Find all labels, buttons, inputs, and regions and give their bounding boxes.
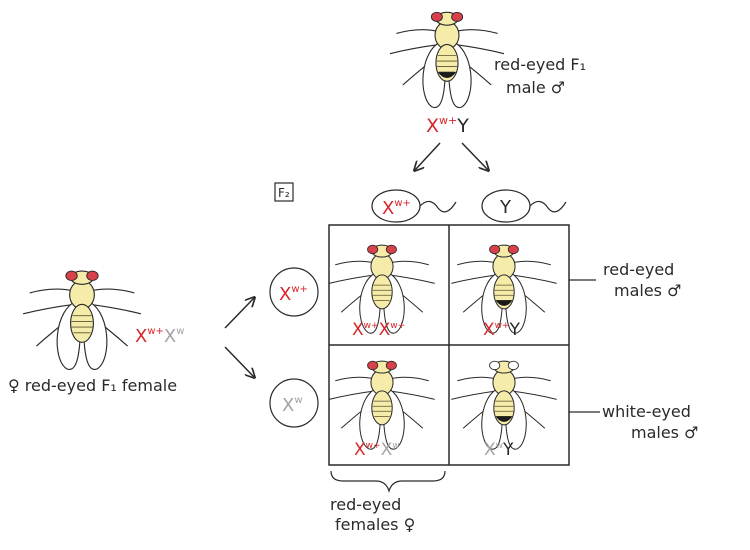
- row-label-1-line2: males ♂: [614, 281, 681, 300]
- male-label-line1: red-eyed F₁: [494, 55, 586, 74]
- svg-text:Xw: Xw: [282, 395, 303, 416]
- egg-gamete-xw: Xw: [269, 378, 319, 428]
- column-brace: [330, 470, 446, 494]
- arrow-female-to-xw-gamete: [224, 346, 254, 377]
- generation-box: [274, 182, 294, 202]
- female-label: ♀ red-eyed F₁ female: [8, 376, 177, 395]
- cell-genotype-xw+xw+: Xw+Xw+: [352, 320, 405, 340]
- column-label-line1: red-eyed: [330, 495, 401, 514]
- female-parent-genotype: Xw+Xw: [135, 326, 184, 347]
- cell-genotype-xwy: XwY: [484, 440, 514, 460]
- column-label-line2: females ♀: [335, 515, 415, 534]
- sperm-gamete-x: Xw+: [371, 189, 457, 223]
- male-label-line2: male ♂: [506, 78, 565, 97]
- offspring-fly-red-male: [451, 245, 556, 333]
- male-parent-genotype: Xw+Y: [426, 114, 469, 137]
- offspring-fly-white-male: [451, 361, 556, 449]
- offspring-fly-red-female-2: [329, 361, 434, 449]
- arrow-male-to-x-gamete: [415, 142, 441, 170]
- female-parent-fly-icon: [23, 271, 141, 369]
- egg-gamete-xw+: Xw+: [269, 267, 319, 317]
- male-parent-fly-icon: [390, 12, 504, 107]
- arrow-male-to-y-gamete: [461, 142, 488, 170]
- cell-genotype-xw+xw: Xw+Xw: [354, 440, 400, 460]
- svg-text:Xw+: Xw+: [382, 198, 411, 219]
- generation-label: F₂: [278, 186, 290, 200]
- row-label-1-line1: red-eyed: [603, 260, 674, 279]
- cell-genotype-xw+y: Xw+Y: [483, 320, 521, 340]
- arrow-female-to-xw+-gamete: [224, 298, 254, 329]
- punnett-grid: [328, 224, 570, 466]
- svg-text:Xw+: Xw+: [279, 284, 308, 305]
- row-label-2-line2: males ♂: [631, 423, 698, 442]
- row-label-2-line1: white-eyed: [602, 402, 691, 421]
- svg-text:Y: Y: [499, 197, 512, 218]
- sperm-gamete-y: Y: [481, 189, 567, 223]
